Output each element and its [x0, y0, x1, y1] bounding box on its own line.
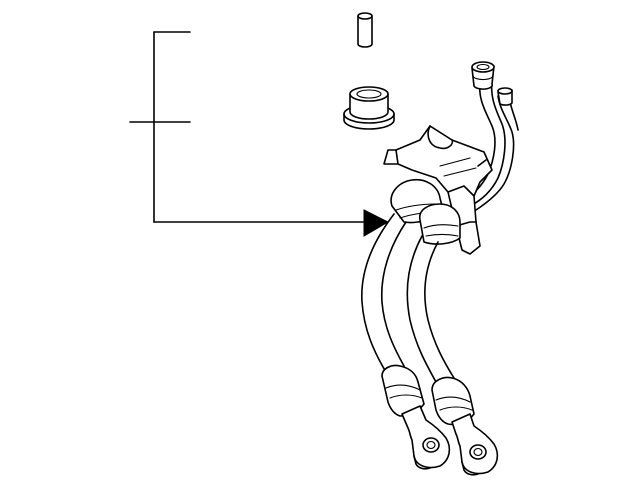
callout-bracket [129, 31, 390, 237]
hose-assembly-icon [361, 61, 519, 476]
callout-arrow-icon [363, 209, 390, 237]
grommet-icon [343, 86, 395, 130]
pin-icon [357, 12, 373, 48]
